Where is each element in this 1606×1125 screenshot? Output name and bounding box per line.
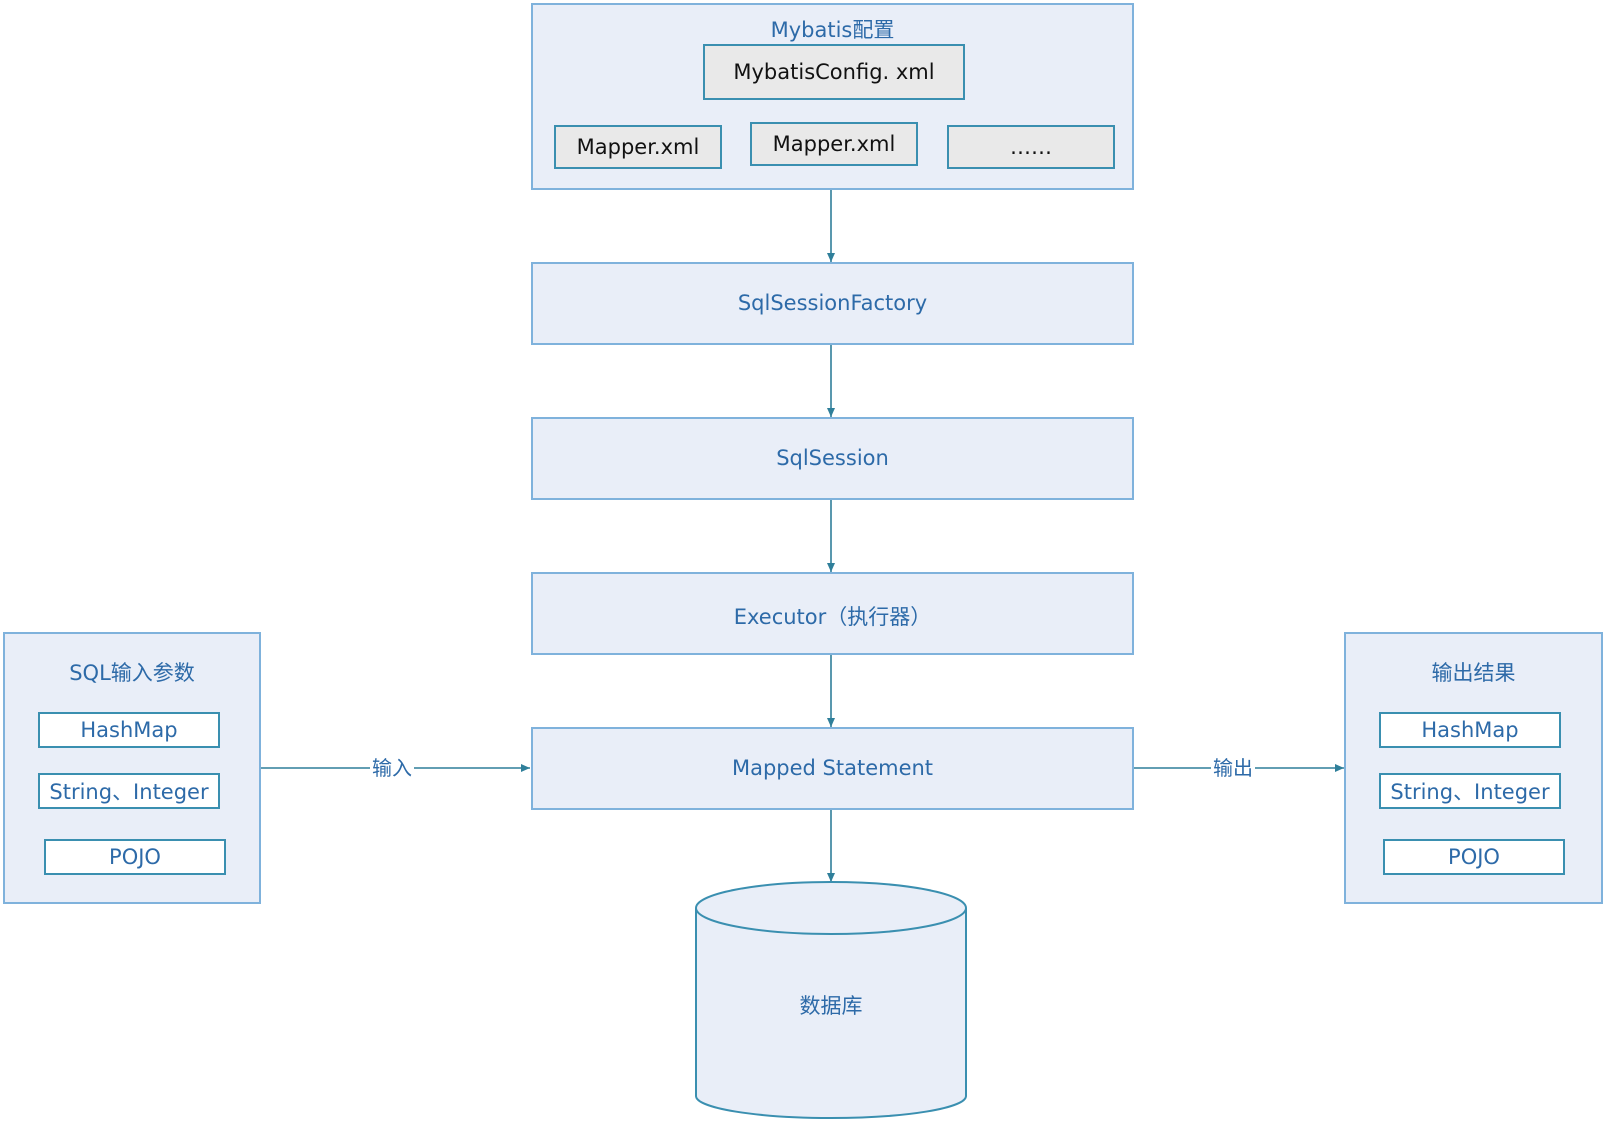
- executor-label: Executor（执行器）: [733, 605, 932, 629]
- mybatis-config-xml-box: MybatisConfig. xml: [703, 44, 965, 100]
- output-edge-label: 输出: [1211, 756, 1255, 780]
- output-hashmap-box: HashMap: [1379, 712, 1561, 748]
- sql-session-factory-label: SqlSessionFactory: [737, 291, 928, 315]
- output-result-panel: 输出结果 HashMap String、Integer POJO: [1344, 632, 1603, 904]
- output-pojo-box: POJO: [1383, 839, 1565, 875]
- mybatis-config-title: Mybatis配置: [770, 18, 895, 42]
- mybatis-config-panel: Mybatis配置 MybatisConfig. xml Mapper.xml …: [531, 3, 1134, 190]
- sql-input-title: SQL输入参数: [69, 661, 195, 685]
- mapped-statement-box: Mapped Statement: [531, 727, 1134, 810]
- mapper-xml-box-1: Mapper.xml: [554, 125, 722, 169]
- output-result-title: 输出结果: [1431, 661, 1516, 685]
- sql-input-panel: SQL输入参数 HashMap String、Integer POJO: [3, 632, 261, 904]
- input-string-integer-box: String、Integer: [38, 773, 220, 809]
- sql-session-factory-box: SqlSessionFactory: [531, 262, 1134, 345]
- input-edge-label: 输入: [370, 756, 414, 780]
- mapped-statement-label: Mapped Statement: [731, 756, 934, 780]
- mapper-xml-box-2: Mapper.xml: [750, 122, 918, 166]
- input-pojo-box: POJO: [44, 839, 226, 875]
- more-mappers-box: ……: [947, 125, 1115, 169]
- sql-session-label: SqlSession: [776, 446, 889, 470]
- database-cylinder: [695, 881, 967, 1119]
- database-label: 数据库: [799, 994, 863, 1018]
- output-string-integer-box: String、Integer: [1379, 773, 1561, 809]
- executor-box: Executor（执行器）: [531, 572, 1134, 655]
- sql-session-box: SqlSession: [531, 417, 1134, 500]
- input-hashmap-box: HashMap: [38, 712, 220, 748]
